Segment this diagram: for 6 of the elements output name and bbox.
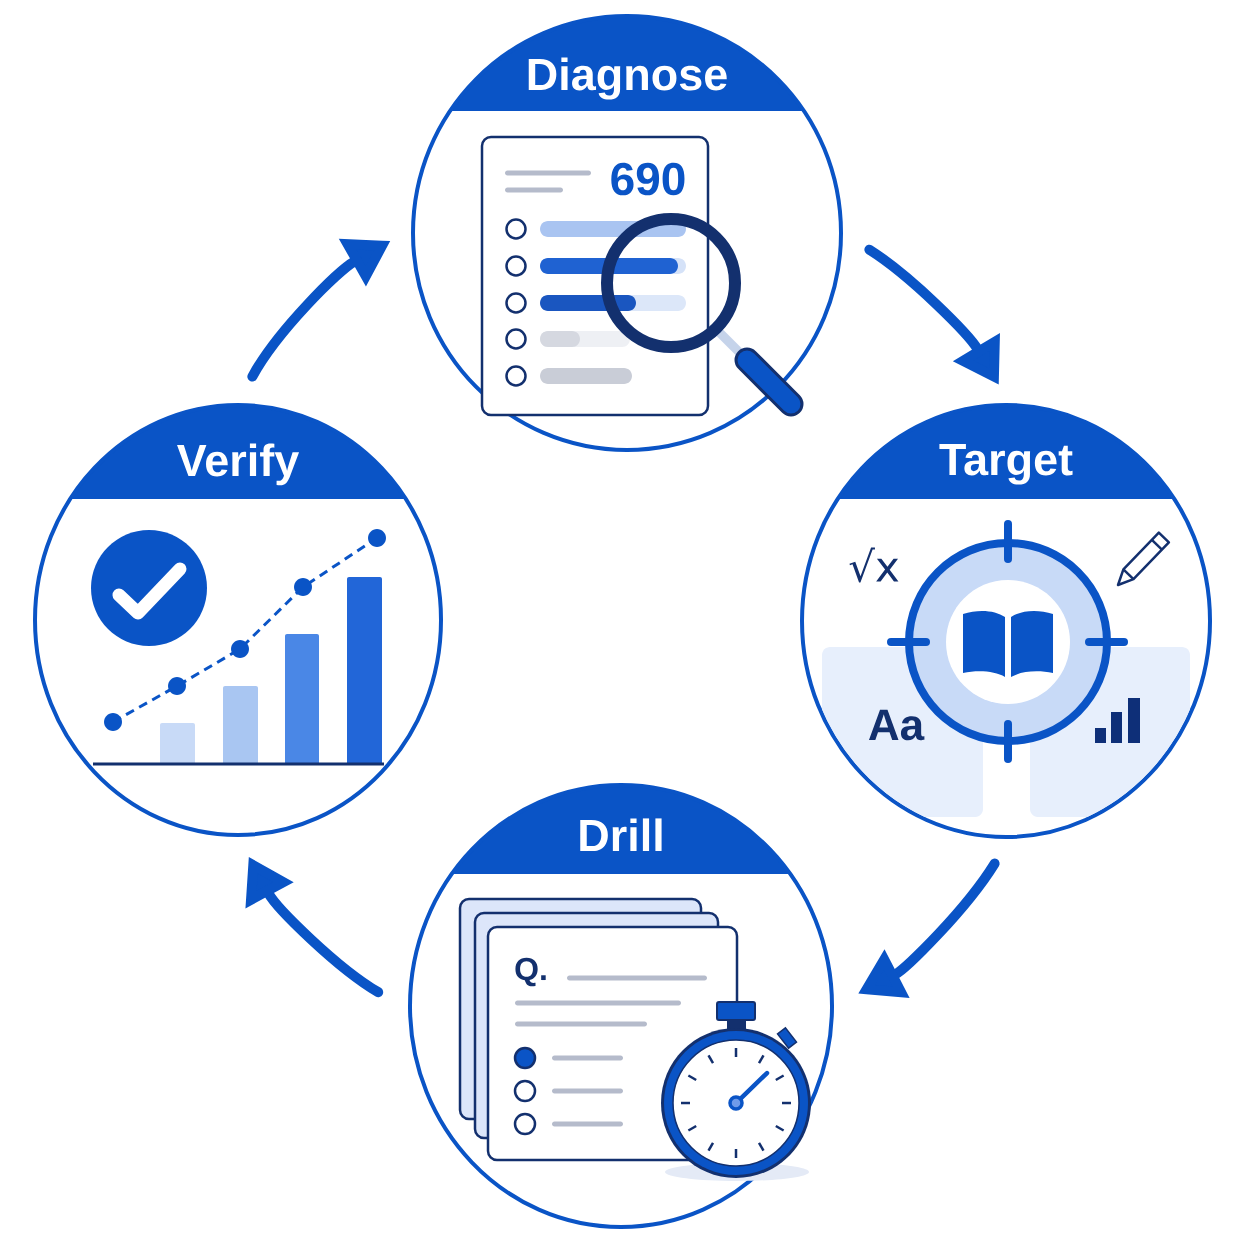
step-title: Diagnose — [528, 57, 727, 100]
step-title: Verify — [177, 443, 300, 486]
square-root-symbol: √x — [849, 547, 899, 583]
step-title: Target — [939, 444, 1073, 485]
letter-sample: Aa — [869, 709, 925, 741]
step-title: Drill — [580, 818, 662, 851]
